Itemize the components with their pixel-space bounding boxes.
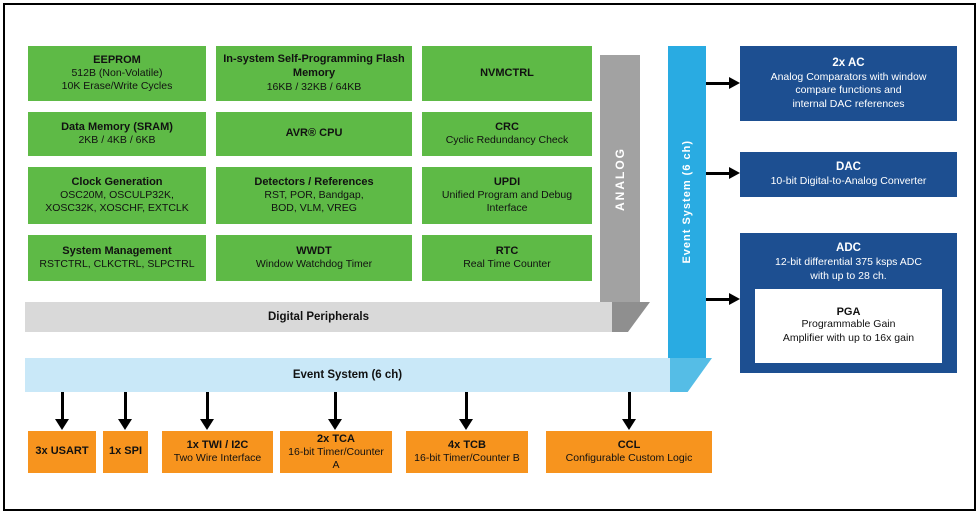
block-title: 2x TCA xyxy=(317,432,355,445)
block-pga: PGA Programmable Gain Amplifier with up … xyxy=(755,289,942,363)
block-tca: 2x TCA 16-bit Timer/Counter A xyxy=(280,431,392,473)
block-title: EEPROM xyxy=(93,53,141,66)
event-system-vertical-label: Event System (6 ch) xyxy=(681,140,693,264)
block-title: CCL xyxy=(617,439,641,452)
block-body: OSC20M, OSCULP32K, XOSC32K, XOSCHF, EXTC… xyxy=(45,189,189,215)
analog-bar: ANALOG xyxy=(600,55,640,302)
block-sram: Data Memory (SRAM) 2KB / 4KB / 6KB xyxy=(28,112,206,156)
block-2x-ac: 2x AC Analog Comparators with window com… xyxy=(740,46,957,121)
block-body: 16KB / 32KB / 64KB xyxy=(266,80,362,93)
block-ccl: CCL Configurable Custom Logic xyxy=(546,431,712,473)
block-flash: In-system Self-Programming Flash Memory … xyxy=(216,46,412,101)
block-crc: CRC Cyclic Redundancy Check xyxy=(422,112,592,156)
block-title: AVR® CPU xyxy=(285,127,343,140)
block-detectors-references: Detectors / References RST, POR, Bandgap… xyxy=(216,167,412,224)
block-title: UPDI xyxy=(493,175,521,188)
block-body: Real Time Counter xyxy=(463,258,551,271)
digital-blocks-grid: EEPROM 512B (Non-Volatile) 10K Erase/Wri… xyxy=(28,46,592,281)
block-clock-generation: Clock Generation OSC20M, OSCULP32K, XOSC… xyxy=(28,167,206,224)
block-adc: ADC 12-bit differential 375 ksps ADC wit… xyxy=(740,233,957,373)
block-body: Analog Comparators with window compare f… xyxy=(770,70,927,110)
block-eeprom: EEPROM 512B (Non-Volatile) 10K Erase/Wri… xyxy=(28,46,206,101)
arrow-to-ac xyxy=(706,77,740,89)
block-body: RSTCTRL, CLKCTRL, SLPCTRL xyxy=(39,258,195,271)
block-body: Two Wire Interface xyxy=(173,452,262,465)
block-body: Unified Program and Debug Interface xyxy=(441,189,573,215)
block-body: 2KB / 4KB / 6KB xyxy=(78,134,156,147)
event-system-vertical-bar: Event System (6 ch) xyxy=(668,46,706,358)
block-title: 4x TCB xyxy=(448,439,486,452)
block-usart: 3x USART xyxy=(28,431,96,473)
block-title: System Management xyxy=(62,244,172,257)
block-title: In-system Self-Programming Flash Memory xyxy=(223,53,405,79)
block-title: ADC xyxy=(836,242,861,254)
block-spi: 1x SPI xyxy=(103,431,148,473)
block-wwdt: WWDT Window Watchdog Timer xyxy=(216,235,412,281)
arrow-to-dac xyxy=(706,167,740,179)
block-body: Cyclic Redundancy Check xyxy=(445,134,569,147)
block-body: Programmable Gain Amplifier with up to 1… xyxy=(782,318,915,344)
block-body: 16-bit Timer/Counter B xyxy=(414,452,520,465)
block-body: 12-bit differential 375 ksps ADC with up… xyxy=(775,255,922,282)
digital-peripherals-bevel xyxy=(612,302,650,332)
block-body: Configurable Custom Logic xyxy=(565,452,693,465)
digital-peripherals-bar: Digital Peripherals xyxy=(25,302,612,332)
block-tcb: 4x TCB 16-bit Timer/Counter B xyxy=(406,431,528,473)
block-title: 1x TWI / I2C xyxy=(186,439,249,452)
block-system-management: System Management RSTCTRL, CLKCTRL, SLPC… xyxy=(28,235,206,281)
digital-peripherals-label: Digital Peripherals xyxy=(268,311,369,323)
block-body: 10-bit Digital-to-Analog Converter xyxy=(770,175,927,188)
block-title: PGA xyxy=(836,306,861,319)
block-title: Detectors / References xyxy=(254,175,374,188)
block-title: CRC xyxy=(495,120,519,133)
block-rtc: RTC Real Time Counter xyxy=(422,235,592,281)
arrow-to-spi xyxy=(118,392,132,430)
block-avr-cpu: AVR® CPU xyxy=(216,112,412,156)
block-title: 2x AC xyxy=(832,56,865,69)
block-dac: DAC 10-bit Digital-to-Analog Converter xyxy=(740,152,957,197)
arrow-to-adc xyxy=(706,293,740,305)
arrow-to-tca xyxy=(328,392,342,430)
block-title: WWDT xyxy=(296,244,332,257)
block-body: 512B (Non-Volatile) 10K Erase/Write Cycl… xyxy=(61,67,173,93)
event-system-bevel xyxy=(670,358,712,392)
arrow-to-ccl xyxy=(622,392,636,430)
block-twi-i2c: 1x TWI / I2C Two Wire Interface xyxy=(162,431,273,473)
block-title: RTC xyxy=(495,244,519,257)
event-system-horizontal-bar: Event System (6 ch) xyxy=(25,358,670,392)
block-title: NVMCTRL xyxy=(480,66,534,79)
block-body: Window Watchdog Timer xyxy=(255,258,373,271)
block-body: RST, POR, Bandgap, BOD, VLM, VREG xyxy=(264,189,364,215)
block-title: Data Memory (SRAM) xyxy=(61,120,173,133)
event-system-horizontal-label: Event System (6 ch) xyxy=(292,369,403,381)
arrow-to-usart xyxy=(55,392,69,430)
block-title: Clock Generation xyxy=(71,175,163,188)
block-updi: UPDI Unified Program and Debug Interface xyxy=(422,167,592,224)
block-title: 1x SPI xyxy=(108,445,143,458)
analog-bar-label: ANALOG xyxy=(613,146,627,211)
block-title: DAC xyxy=(836,161,861,174)
arrow-to-twi xyxy=(200,392,214,430)
arrow-to-tcb xyxy=(459,392,473,430)
block-nvmctrl: NVMCTRL xyxy=(422,46,592,101)
block-title: 3x USART xyxy=(35,445,89,458)
block-body: 16-bit Timer/Counter A xyxy=(288,446,384,471)
